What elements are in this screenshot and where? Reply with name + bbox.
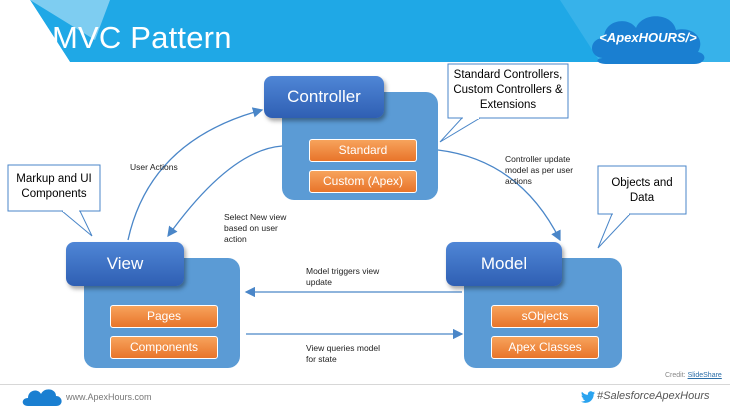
footer-url[interactable]: www.ApexHours.com [66,392,152,402]
edge-label-view-queries-model: View queries model for state [306,343,381,364]
callout-controller-text: Standard Controllers, Custom Controllers… [453,69,563,111]
credit: Credit: SlideShare [665,372,722,379]
view-node: View [66,242,184,286]
twitter-bird-icon [581,391,595,403]
edge-label-select-new-view: Select New view based on user action [224,212,287,244]
callout-model-shape [597,165,687,249]
credit-prefix: Credit: [665,372,688,379]
footer-divider [0,384,730,385]
model-item-sobjects: sObjects [491,305,599,328]
controller-node: Controller [264,76,384,118]
view-item-components: Components [110,336,218,359]
logo-text: <ApexHOURS/> [599,30,697,45]
callout-model-text: Objects and Data [611,177,673,204]
callout-controller-shape [439,63,569,143]
apexhours-logo: <ApexHOURS/> [584,2,712,70]
controller-item-standard: Standard [309,139,417,162]
callout-view-text: Markup and UI Components [16,173,92,200]
footer-hashtag: #SalesforceApexHours [597,390,710,402]
edge-label-controller-update-model: Controller update model as per user acti… [505,154,574,186]
edge-label-model-triggers-view: Model triggers view update [306,266,380,287]
controller-item-custom: Custom (Apex) [309,170,417,193]
callout-view-shape [7,164,101,237]
edge-label-user-actions: User Actions [130,162,178,172]
arrow-controller-to-view [167,145,283,238]
view-item-pages: Pages [110,305,218,328]
model-item-apex-classes: Apex Classes [491,336,599,359]
arrow-controller-to-model [437,149,561,242]
model-node: Model [446,242,562,286]
credit-link[interactable]: SlideShare [687,372,722,379]
slide-title: MVC Pattern [52,20,232,55]
arrow-view-to-controller [127,107,264,241]
footer-cloud-icon [22,389,62,406]
